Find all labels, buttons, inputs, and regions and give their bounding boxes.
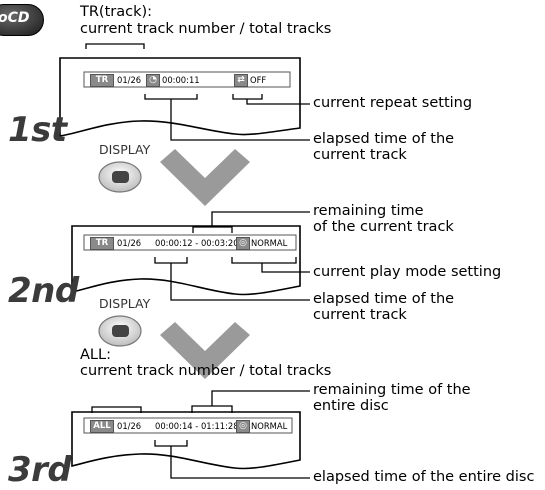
track-mode-badge-1: TR <box>90 74 114 87</box>
next-chevron-1 <box>160 149 250 206</box>
track-number-2: 01/26 <box>117 238 142 248</box>
repeat-setting-1: OFF <box>250 75 267 85</box>
screen-1 <box>59 43 310 141</box>
callout-remaining-3-line2: entire disc <box>313 398 389 414</box>
screen-2-elapsed-leader <box>170 263 310 301</box>
display-button-2[interactable] <box>98 315 142 347</box>
screen-2-playmode-leader <box>261 263 310 273</box>
step-label-2: 2nd <box>8 271 79 311</box>
all-description: current track number / total tracks <box>80 363 332 379</box>
clock-icon-1: ◔ <box>146 74 160 87</box>
screen-3 <box>71 390 310 479</box>
time-range-2: 00:00:12 - 00:03:20 <box>155 238 239 248</box>
elapsed-time-1: 00:00:11 <box>162 75 200 85</box>
callout-elapsed-3: elapsed time of the entire disc <box>313 469 535 485</box>
all-label: ALL: <box>80 347 111 363</box>
play-mode-2: NORMAL <box>251 238 288 248</box>
track-number-1: 01/26 <box>117 75 142 85</box>
display-label-1: DISPLAY <box>99 142 151 157</box>
callout-play-mode: current play mode setting <box>313 264 502 280</box>
screen-1-track-bracket <box>85 43 145 49</box>
screen-3-remaining-leader <box>211 390 310 406</box>
screen-3-elapsed-leader <box>170 446 310 479</box>
callout-elapsed-2-line2: current track <box>313 307 407 323</box>
callout-remaining-2-line2: of the current track <box>313 219 454 235</box>
screen-3-track-bracket <box>91 406 142 413</box>
screen-1-body <box>59 57 301 137</box>
callout-elapsed-1-line1: elapsed time of the <box>313 131 455 147</box>
cd-logo <box>0 4 44 36</box>
track-mode-badge-3: ALL <box>90 420 114 433</box>
screen-2-playmode-bracket <box>231 257 297 264</box>
callout-remaining-2-line1: remaining time <box>313 203 424 219</box>
screen-1-repeat-leader <box>246 99 310 105</box>
callout-elapsed-1-line2: current track <box>313 147 407 163</box>
tr-label: TR(track): <box>80 4 153 20</box>
time-range-3: 00:00:14 - 01:11:28 <box>155 421 239 431</box>
step-label-1: 1st <box>8 110 67 150</box>
repeat-icon-1: ⇄ <box>234 74 248 87</box>
next-chevron-2 <box>160 322 250 379</box>
track-number-3: 01/26 <box>117 421 142 431</box>
callout-remaining-3-line1: remaining time of the <box>313 382 471 398</box>
play-mode-3: NORMAL <box>251 421 288 431</box>
cd-logo-text: oCD <box>0 10 30 26</box>
playmode-icon-3: ◎ <box>236 420 250 433</box>
callout-elapsed-2-line1: elapsed time of the <box>313 291 455 307</box>
screen-1-elapsed-leader <box>170 99 310 141</box>
display-button-1[interactable] <box>98 161 142 193</box>
screen-2 <box>71 211 310 301</box>
playmode-icon-2: ◎ <box>236 237 250 250</box>
display-label-2: DISPLAY <box>99 296 151 311</box>
callout-repeat-setting: current repeat setting <box>313 95 473 111</box>
tr-description: current track number / total tracks <box>80 21 332 37</box>
step-label-3: 3rd <box>8 450 72 490</box>
track-mode-badge-2: TR <box>90 237 114 250</box>
screen-2-remaining-leader <box>211 211 310 227</box>
